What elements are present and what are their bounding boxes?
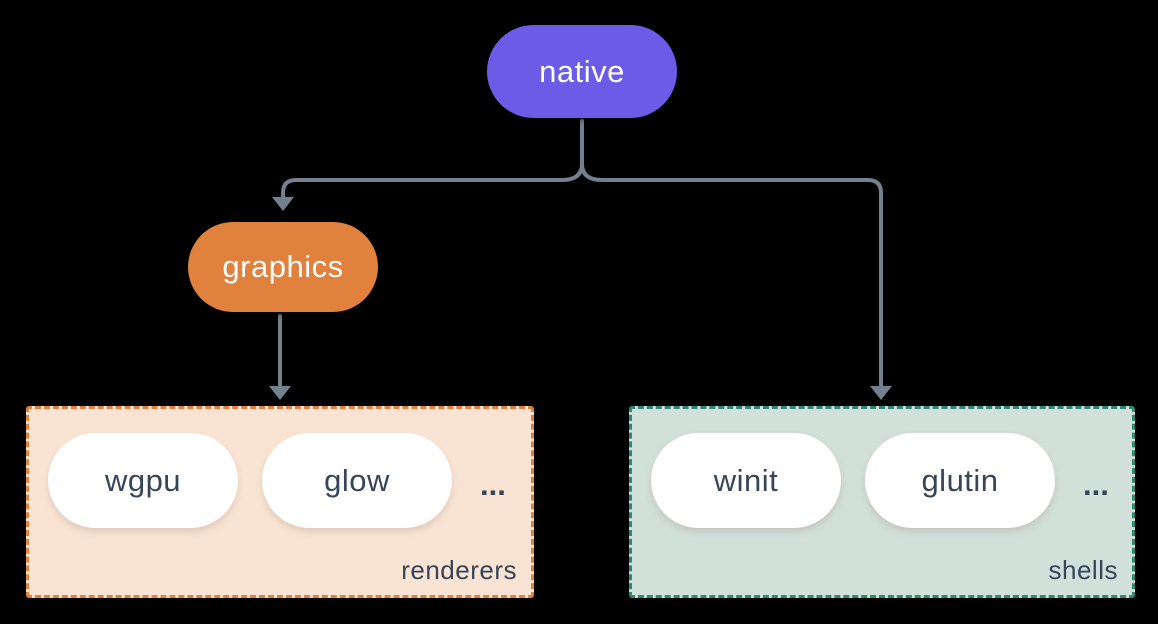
- item-glutin: glutin: [865, 433, 1055, 528]
- node-graphics: graphics: [188, 222, 378, 312]
- item-glutin-label: glutin: [921, 462, 999, 498]
- edge-native-to-shells: [580, 162, 883, 387]
- renderers-items: wgpu glow ...: [48, 433, 506, 528]
- arrowhead-renderers: [269, 386, 291, 400]
- item-glow: glow: [262, 433, 452, 528]
- item-wgpu: wgpu: [48, 433, 238, 528]
- renderers-ellipsis: ...: [480, 466, 506, 502]
- node-native: native: [487, 25, 677, 118]
- shells-ellipsis: ...: [1083, 466, 1109, 502]
- renderers-group-label: renderers: [401, 555, 517, 585]
- shells-group-label: shells: [1048, 555, 1118, 585]
- item-winit: winit: [651, 433, 841, 528]
- edge-native-to-graphics: [281, 119, 584, 199]
- group-renderers: wgpu glow ... renderers: [26, 406, 534, 598]
- item-winit-label: winit: [713, 462, 779, 498]
- arrowhead-graphics: [272, 197, 294, 211]
- shells-items: winit glutin ...: [651, 433, 1109, 528]
- group-shells: winit glutin ... shells: [629, 406, 1135, 598]
- node-graphics-label: graphics: [222, 249, 344, 284]
- item-wgpu-label: wgpu: [104, 462, 182, 498]
- item-glow-label: glow: [324, 462, 390, 498]
- node-native-label: native: [539, 53, 625, 89]
- arrowhead-shells: [870, 386, 892, 400]
